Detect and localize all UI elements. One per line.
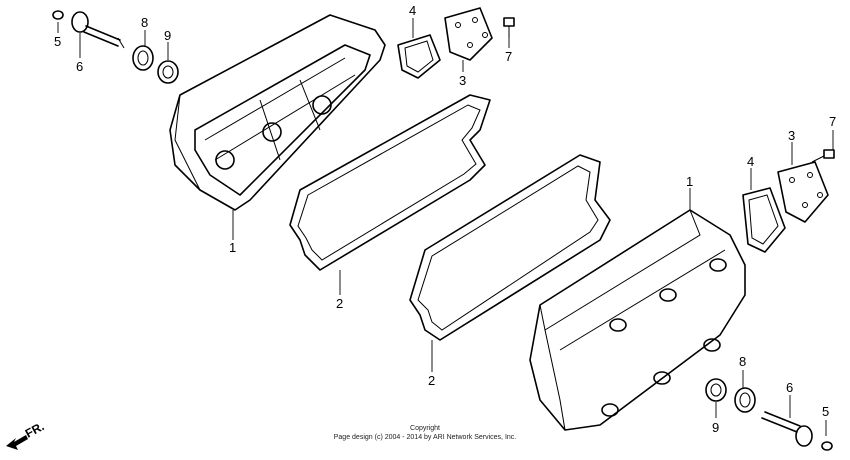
- callout-1-left: 1: [229, 240, 236, 255]
- callout-7-top: 7: [505, 49, 512, 64]
- callout-5-top: 5: [54, 34, 61, 49]
- washer-5-top[interactable]: [52, 10, 64, 20]
- grommet-9-top[interactable]: [157, 60, 179, 84]
- callout-9-bottom: 9: [712, 420, 719, 435]
- gasket-4-top[interactable]: [397, 34, 441, 79]
- callout-4-right: 4: [747, 154, 754, 169]
- copyright-line-2: Page design (c) 2004 - 2014 by ARI Netwo…: [334, 434, 517, 441]
- callout-2-right: 2: [428, 373, 435, 388]
- grommet-9-bottom[interactable]: [705, 378, 727, 402]
- copyright-footer: Copyright Page design (c) 2004 - 2014 by…: [334, 425, 517, 441]
- callout-numbers: 1 1 2 2 3 3 4 4 5 5 6 6 7 7 8 8 9 9: [54, 3, 836, 435]
- bolt-6-top[interactable]: [71, 11, 125, 49]
- screw-7-right[interactable]: [811, 149, 835, 163]
- callout-2-left: 2: [336, 296, 343, 311]
- seal-8-bottom[interactable]: [734, 387, 756, 413]
- copyright-line-1: Copyright: [410, 425, 440, 432]
- front-direction-indicator: FR.: [6, 419, 46, 450]
- gasket-4-right[interactable]: [742, 187, 786, 253]
- plate-3-top[interactable]: [444, 7, 493, 61]
- callout-lines: [57, 18, 834, 436]
- valve-cover-right[interactable]: [529, 209, 746, 431]
- front-arrow-icon: [6, 435, 28, 450]
- callout-7-right: 7: [829, 114, 836, 129]
- callout-6-top: 6: [76, 59, 83, 74]
- screw-7-top[interactable]: [503, 17, 515, 38]
- valve-cover-left[interactable]: [169, 14, 386, 211]
- callout-4-top: 4: [409, 3, 416, 18]
- callout-3-top: 3: [459, 73, 466, 88]
- callout-9-top: 9: [164, 28, 171, 43]
- seal-8-top[interactable]: [132, 45, 154, 71]
- bolt-6-bottom[interactable]: [761, 411, 813, 447]
- gasket-left[interactable]: [289, 94, 491, 271]
- callout-8-top: 8: [141, 15, 148, 30]
- gasket-right[interactable]: [409, 154, 611, 341]
- callout-5-bottom: 5: [822, 404, 829, 419]
- plate-3-right[interactable]: [777, 161, 829, 223]
- callout-6-bottom: 6: [786, 380, 793, 395]
- washer-5-bottom[interactable]: [821, 441, 833, 451]
- callout-3-right: 3: [788, 128, 795, 143]
- callout-8-bottom: 8: [739, 354, 746, 369]
- callout-1-right: 1: [686, 174, 693, 189]
